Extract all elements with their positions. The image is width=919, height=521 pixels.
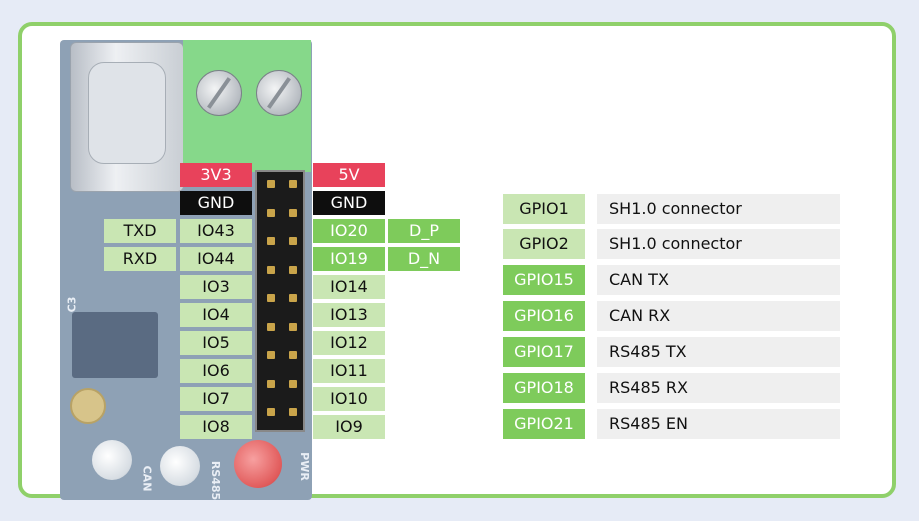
label-io6: IO6 bbox=[180, 359, 252, 383]
header-pin-icon bbox=[267, 351, 275, 359]
header-pin-icon bbox=[267, 180, 275, 188]
header-pin-icon bbox=[267, 208, 275, 217]
gpio-desc: CAN RX bbox=[597, 301, 840, 331]
chip-ic bbox=[72, 312, 158, 378]
gpio-name: GPIO17 bbox=[503, 337, 585, 367]
label-io20: IO20 bbox=[313, 219, 385, 243]
header-pin-icon bbox=[267, 408, 275, 416]
header-pin-icon bbox=[267, 379, 275, 388]
pin-header bbox=[255, 170, 305, 432]
label-d-n: D_N bbox=[388, 247, 460, 271]
label-gnd-left: GND bbox=[180, 191, 252, 215]
header-pin-icon bbox=[289, 237, 297, 245]
label-d-p: D_P bbox=[388, 219, 460, 243]
label-io7: IO7 bbox=[180, 387, 252, 411]
label-io11: IO11 bbox=[313, 359, 385, 383]
header-pin-icon bbox=[267, 265, 275, 274]
header-pin-icon bbox=[289, 208, 297, 217]
label-io12: IO12 bbox=[313, 331, 385, 355]
header-pin-icon bbox=[289, 294, 297, 302]
gpio-desc: SH1.0 connector bbox=[597, 229, 840, 259]
gpio-desc: CAN TX bbox=[597, 265, 840, 295]
gpio-desc: SH1.0 connector bbox=[597, 194, 840, 224]
label-io8: IO8 bbox=[180, 415, 252, 439]
header-pin-icon bbox=[289, 379, 297, 388]
led-white-icon bbox=[160, 446, 200, 486]
label-gnd-right: GND bbox=[313, 191, 385, 215]
label-io13: IO13 bbox=[313, 303, 385, 327]
header-pin-icon bbox=[289, 322, 297, 331]
gpio-desc: RS485 TX bbox=[597, 337, 840, 367]
label-io4: IO4 bbox=[180, 303, 252, 327]
gpio-name: GPIO21 bbox=[503, 409, 585, 439]
usb-c-port-icon bbox=[88, 62, 166, 164]
label-3v3: 3V3 bbox=[180, 163, 252, 187]
pwr-button-icon bbox=[234, 440, 282, 488]
silk-pwr: PWR bbox=[297, 452, 311, 481]
header-pin-icon bbox=[267, 322, 275, 331]
silk-c3: C3 bbox=[65, 296, 79, 313]
label-rxd: RXD bbox=[104, 247, 176, 271]
header-pin-icon bbox=[289, 351, 297, 359]
header-pin-icon bbox=[267, 294, 275, 302]
gpio-name: GPIO15 bbox=[503, 265, 585, 295]
gpio-name: GPIO18 bbox=[503, 373, 585, 403]
label-5v: 5V bbox=[313, 163, 385, 187]
antenna-connector-icon bbox=[70, 388, 106, 424]
silk-rs485: RS485 bbox=[209, 460, 223, 501]
gpio-name: GPIO2 bbox=[503, 229, 585, 259]
gpio-name: GPIO16 bbox=[503, 301, 585, 331]
label-io9: IO9 bbox=[313, 415, 385, 439]
screw-icon bbox=[256, 70, 302, 116]
gpio-desc: RS485 RX bbox=[597, 373, 840, 403]
label-io19: IO19 bbox=[313, 247, 385, 271]
screw-icon bbox=[196, 70, 242, 116]
label-io3: IO3 bbox=[180, 275, 252, 299]
led-white-icon bbox=[92, 440, 132, 480]
label-io43: IO43 bbox=[180, 219, 252, 243]
label-io14: IO14 bbox=[313, 275, 385, 299]
gpio-desc: RS485 EN bbox=[597, 409, 840, 439]
label-io5: IO5 bbox=[180, 331, 252, 355]
silk-can: CAN bbox=[140, 465, 154, 492]
header-pin-icon bbox=[289, 180, 297, 188]
gpio-name: GPIO1 bbox=[503, 194, 585, 224]
label-txd: TXD bbox=[104, 219, 176, 243]
label-io10: IO10 bbox=[313, 387, 385, 411]
label-io44: IO44 bbox=[180, 247, 252, 271]
header-pin-icon bbox=[289, 265, 297, 274]
header-pin-icon bbox=[267, 237, 275, 245]
header-pin-icon bbox=[289, 408, 297, 416]
